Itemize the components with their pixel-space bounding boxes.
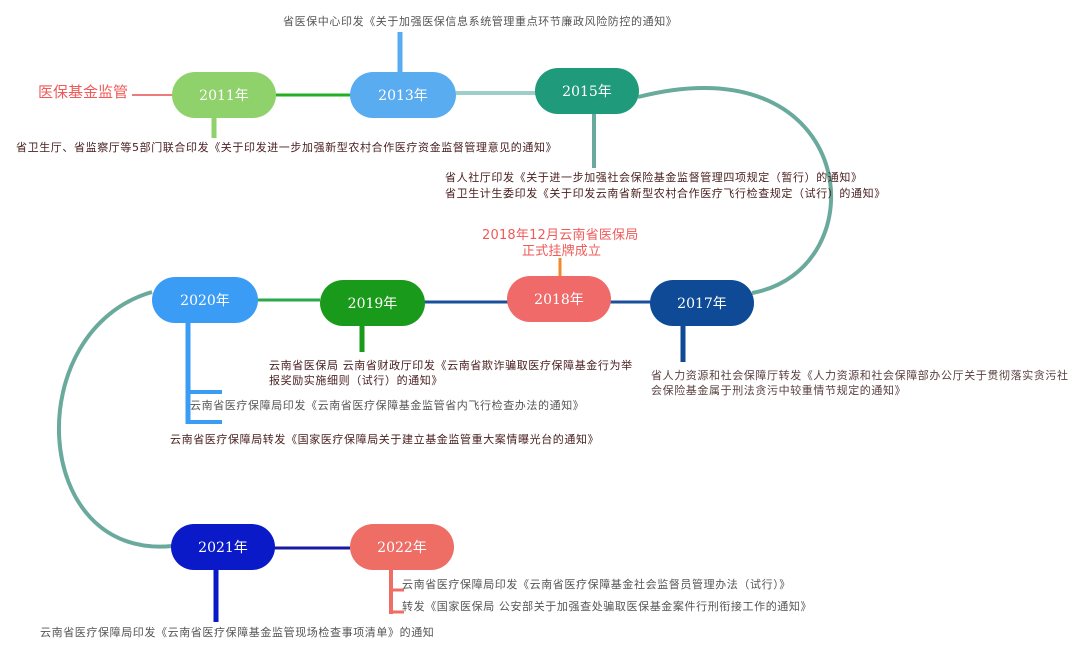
note-2011: 省卫生厅、省监察厅等5部门联合印发《关于印发进一步加强新型农村合作医疗资金监督管… (16, 141, 558, 154)
node-2022: 2022年 (350, 524, 454, 570)
node-2017: 2017年 (650, 280, 754, 326)
note-2018-line2: 正式挂牌成立 (522, 244, 602, 259)
note-2019: 云南省医保局 云南省财政厅印发《云南省欺诈骗取医疗保障基金行为举报奖励实施细则（… (269, 359, 633, 387)
node-2013: 2013年 (350, 72, 456, 118)
note-2022b: 转发《国家医保局 公安部关于加强查处骗取医保基金案件行刑衔接工作的通知》 (402, 600, 813, 613)
note-2020a: 云南省医疗保障局印发《云南省医疗保障基金监管省内飞行检查办法的通知》 (190, 399, 585, 412)
note-2013: 省医保中心印发《关于加强医保信息系统管理重点环节廉政风险防控的通知》 (283, 15, 678, 28)
note-2021: 云南省医疗保障局印发《云南省医疗保障基金监管现场检查事项清单》的通知 (40, 626, 435, 639)
node-2019: 2019年 (320, 280, 425, 326)
curve-2015-2017 (637, 86, 834, 295)
note-2020b: 云南省医疗保障局转发《国家医疗保障局关于建立基金监管重大案情曝光台的通知》 (170, 433, 600, 446)
node-2015: 2015年 (535, 68, 639, 114)
node-2020: 2020年 (152, 277, 258, 323)
note-2018-line1: 2018年12月云南省医保局 (482, 228, 639, 243)
curve-2020-2021 (56, 290, 173, 549)
note-2017: 省人力资源和社会保障厅转发《人力资源和社会保障部办公厅关于贯彻落实贪污社会保险基… (651, 369, 1069, 397)
node-2018: 2018年 (507, 276, 611, 322)
note-2015a: 省人社厅印发《关于进一步加强社会保险基金监督管理四项规定（暂行）的通知》 (445, 171, 863, 184)
note-2022a: 云南省医疗保障局印发《云南省医疗保障基金社会监督员管理办法（试行）》 (402, 578, 791, 591)
note-2015b: 省卫生计生委印发《关于印发云南省新型农村合作医疗飞行检查规定（试行）的通知》 (445, 187, 886, 200)
diagram-title: 医保基金监管 (38, 83, 129, 101)
node-2021: 2021年 (171, 524, 275, 570)
node-2011: 2011年 (172, 72, 276, 118)
